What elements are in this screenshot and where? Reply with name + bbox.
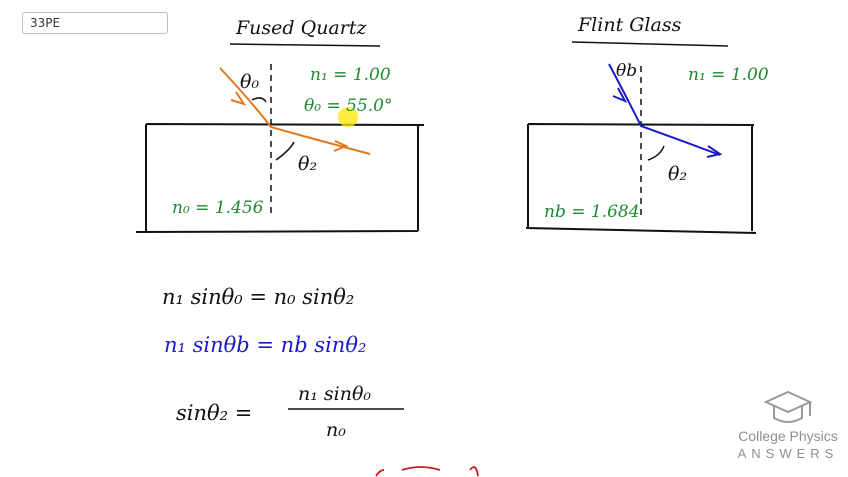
left-n1-value: n₁ = 1.00 xyxy=(310,65,391,85)
left-panel-title: Fused Quartz xyxy=(235,17,367,39)
cursor-highlight xyxy=(338,107,358,127)
theta0-value: θ₀ = 55.0° xyxy=(304,96,392,116)
graduation-cap-icon xyxy=(763,390,813,423)
left-ray-arrow-in xyxy=(230,91,247,106)
logo-line-2: ANSWERS xyxy=(737,446,839,461)
left-ray-arrow-out xyxy=(333,140,349,152)
right-theta2-arc xyxy=(647,145,665,161)
left-theta2-arc xyxy=(275,141,295,161)
equation-1: n₁ sinθ₀ = n₀ sinθ₂ xyxy=(162,285,354,309)
right-n1-value: n₁ = 1.00 xyxy=(688,65,769,85)
right-panel: Flint Glass θb θ₂ n₁ = 1.00 nb = 1.684 xyxy=(525,14,769,234)
equation-3-numerator: n₁ sinθ₀ xyxy=(298,383,371,405)
thetab-label: θb xyxy=(616,61,637,81)
left-panel: Fused Quartz θ₀ θ₂ n₁ = 1.00 θ₀ = 55.0° … xyxy=(135,17,425,233)
left-theta2-label: θ₂ xyxy=(298,153,317,175)
right-ray-arrow-in xyxy=(612,87,628,104)
right-light-ray xyxy=(608,63,721,156)
nb-value: nb = 1.684 xyxy=(544,202,640,222)
logo-line-1: College Physics xyxy=(738,428,838,444)
left-light-ray xyxy=(219,67,371,155)
college-physics-answers-logo: College Physics ANSWERS xyxy=(736,388,840,468)
theta0-arc xyxy=(251,97,267,103)
left-title-underline xyxy=(229,43,381,47)
problem-label: 33PE xyxy=(30,16,61,30)
equation-2: n₁ sinθb = nb sinθ₂ xyxy=(164,333,366,357)
problem-label-box: 33PE xyxy=(22,12,168,34)
quartz-block xyxy=(135,123,425,233)
right-ray-arrow-out xyxy=(706,145,723,158)
right-theta2-label: θ₂ xyxy=(668,163,687,185)
equation-3-denominator: n₀ xyxy=(326,419,346,441)
theta0-label: θ₀ xyxy=(240,71,259,93)
equations: n₁ sinθ₀ = n₀ sinθ₂ n₁ sinθb = nb sinθ₂ … xyxy=(162,285,479,477)
right-title-underline xyxy=(571,41,729,47)
equation-3-lhs: sinθ₂ = xyxy=(176,401,252,425)
partial-red-stroke xyxy=(375,466,479,477)
n0-value: n₀ = 1.456 xyxy=(172,198,264,218)
right-panel-title: Flint Glass xyxy=(577,14,682,36)
